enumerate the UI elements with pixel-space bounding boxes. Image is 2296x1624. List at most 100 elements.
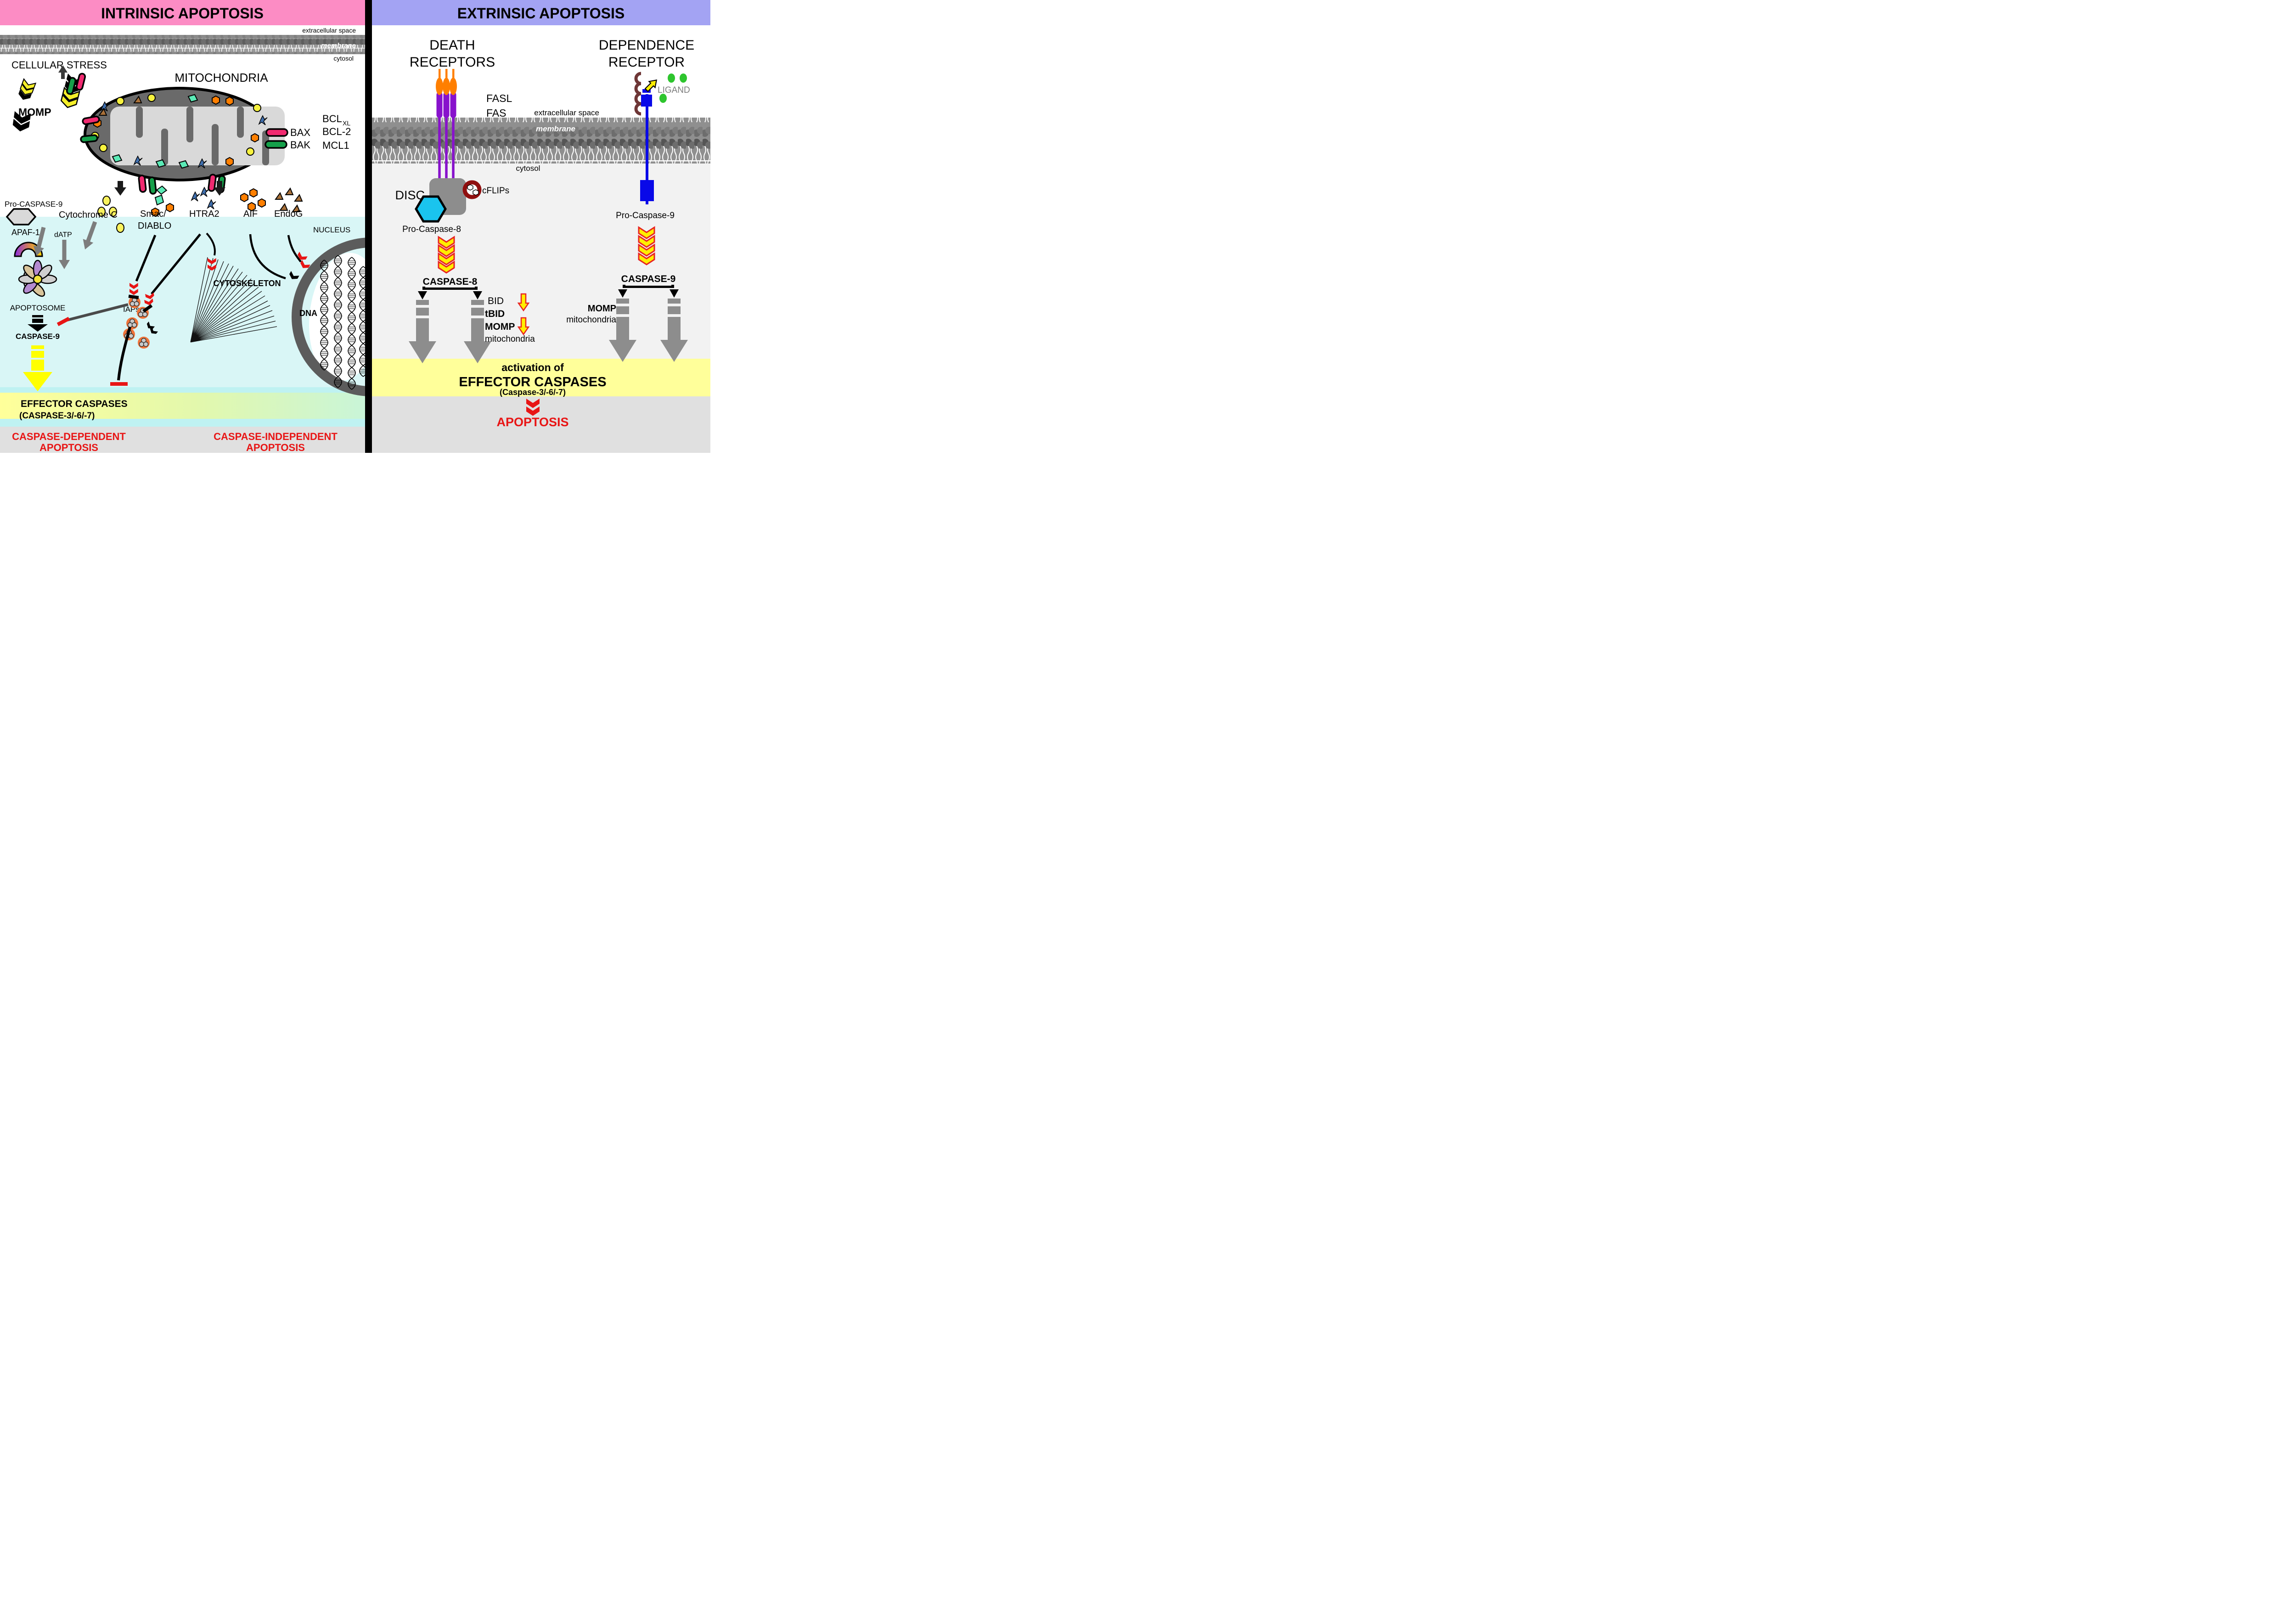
cytochrome-c-dots-icon: [97, 196, 124, 233]
apaf1-label: APAF-1: [11, 228, 40, 237]
bid-label: BID: [488, 296, 504, 306]
effector-caspases-line1: EFFECTOR CASPASES: [21, 399, 128, 409]
caspase-independent-line2: APOPTOSIS: [246, 442, 305, 453]
right-outcome-band: [372, 396, 710, 453]
apaf1-arc-icon: [14, 242, 43, 257]
death-receptors-line1: DEATH: [429, 38, 475, 53]
effector-caspases-band: [0, 393, 365, 419]
caspase8-label: CASPASE-8: [423, 276, 478, 287]
momp-up-arrow-icon: [58, 65, 68, 79]
mitochondria-label-right1: mitochondria: [485, 334, 535, 344]
nucleus: [292, 237, 365, 396]
right-cytosol-label: cytosol: [516, 164, 540, 173]
panel-divider: [365, 0, 372, 453]
cytochrome-c-label: Cytochrome C: [59, 210, 118, 220]
intrinsic-panel: INTRINSIC APOPTOSIS extracellular space …: [0, 0, 365, 453]
right-plasma-membrane: [372, 118, 710, 164]
pro-caspase9-right-label: Pro-Caspase-9: [616, 211, 675, 220]
bax-bak-membrane-pores: [65, 72, 288, 195]
extrinsic-panel: EXTRINSIC APOPTOSIS DEATH RECEPTORS DEPE…: [372, 0, 710, 453]
dna-label: DNA: [299, 309, 317, 318]
caspase-dependent-line1: CASPASE-DEPENDENT: [12, 431, 126, 442]
momp-label: MOMP: [18, 106, 51, 118]
smac-label-line1: Smac/: [140, 209, 166, 219]
bax-label: BAX: [290, 127, 310, 138]
left-membrane-label: membrane: [321, 42, 356, 50]
dependence-receptor-line1: DEPENDENCE: [599, 38, 694, 53]
bak-label: BAK: [290, 139, 310, 151]
cyan-strip-top: [0, 387, 365, 393]
tbid-label: tBID: [485, 309, 505, 319]
disc-label: DISC: [395, 188, 425, 202]
bcl2-label: BCL-2: [322, 126, 351, 137]
caspase9-right-label: CASPASE-9: [621, 274, 676, 284]
pro-caspase8-hexagon-icon: [415, 195, 447, 223]
cflips-ring-icon: [462, 180, 482, 199]
left-extracellular-label: extracellular space: [302, 27, 356, 34]
inhibition-lines: [56, 283, 158, 386]
caspase9-yellow-arrow-icon: [23, 345, 52, 391]
extrinsic-header-bar: [372, 0, 710, 25]
bax-pill-icon: [265, 128, 288, 137]
smac-label-line2: DIABLO: [138, 221, 171, 231]
cflips-label: cFLIPs: [482, 186, 509, 196]
cytoskeleton-label: CYTOSKELETON: [213, 279, 281, 288]
momp-label-right2: MOMP: [588, 304, 616, 314]
dependence-receptor-icon: [634, 72, 654, 204]
ligand-icon: [643, 73, 687, 103]
apoptosis-label: APOPTOSIS: [496, 415, 568, 429]
fasl-label: FASL: [486, 92, 512, 104]
left-plasma-membrane: [0, 35, 365, 54]
dependence-receptor-line2: RECEPTOR: [608, 55, 685, 70]
caspase9-branch-bracket: [618, 285, 679, 298]
activation-band: [372, 359, 710, 396]
caspase8-activation-chevrons-icon: [438, 236, 455, 274]
momp-label-right1: MOMP: [485, 321, 515, 332]
cyan-strip-bottom: [0, 419, 365, 427]
bclxl-label: BCL: [322, 113, 342, 124]
cellular-stress-label: CELLULAR STRESS: [11, 59, 107, 71]
apoptosome-label: APOPTOSOME: [10, 304, 66, 312]
caspase9-left-label: CASPASE-9: [16, 332, 60, 341]
caspase-dependent-line2: APOPTOSIS: [39, 442, 98, 453]
pro-caspase9-hexagon-icon: [6, 208, 37, 226]
diagram-canvas: INTRINSIC APOPTOSIS extracellular space …: [0, 0, 710, 453]
effector-caspases-line2: (CASPASE-3/-6/-7): [19, 411, 95, 421]
apoptosome-to-caspase9-arrow: [28, 315, 48, 332]
htra2-label: HTRA2: [189, 209, 219, 219]
apoptosis-pathway-diagram: INTRINSIC APOPTOSIS extracellular space …: [0, 0, 710, 453]
intrinsic-header-bar: [0, 0, 365, 25]
bclxl-subscript: XL: [343, 119, 350, 127]
activation-line3: (Caspase-3/-6/-7): [500, 388, 566, 397]
left-outcome-band: [0, 427, 365, 453]
nucleus-label: NUCLEUS: [313, 226, 350, 234]
mito-release-arrows: [114, 181, 225, 196]
ligand-label: LIGAND: [658, 85, 690, 95]
fas-label: FAS: [486, 107, 506, 119]
endog-label: EndoG: [274, 209, 303, 219]
mitochondria-label-right2: mitochondria: [566, 315, 616, 325]
activation-line2: EFFECTOR CASPASES: [459, 375, 606, 389]
caspase9-activation-chevrons-icon: [638, 226, 655, 265]
death-receptors-line2: RECEPTORS: [410, 55, 495, 70]
pathway-connectors: [135, 232, 302, 295]
smac-diablo-shapes-icon: [151, 185, 174, 217]
caspase8-branch-bracket: [418, 287, 482, 299]
activation-line1: activation of: [501, 361, 564, 373]
cytoskeleton-fan-icon: [190, 257, 277, 343]
mcl1-label: MCL1: [322, 140, 349, 151]
caspase-independent-line1: CASPASE-INDEPENDENT: [214, 431, 338, 442]
right-membrane-label: membrane: [536, 124, 575, 133]
datp-label: dATP: [54, 231, 72, 239]
left-cytosol-label: cytosol: [333, 55, 354, 62]
aif-label: AIF: [243, 209, 258, 219]
mitochondria-label: MITOCHONDRIA: [174, 71, 268, 85]
pro-caspase9-label: Pro-CASPASE-9: [5, 200, 62, 209]
bak-pill-icon: [264, 140, 287, 149]
right-extracellular-label: extracellular space: [534, 108, 599, 117]
mitochondrion: [65, 72, 288, 195]
intrinsic-title: INTRINSIC APOPTOSIS: [101, 5, 264, 22]
pro-caspase8-label: Pro-Caspase-8: [402, 225, 461, 234]
extrinsic-title: EXTRINSIC APOPTOSIS: [457, 5, 625, 22]
apoptosome-icon: [18, 259, 57, 297]
